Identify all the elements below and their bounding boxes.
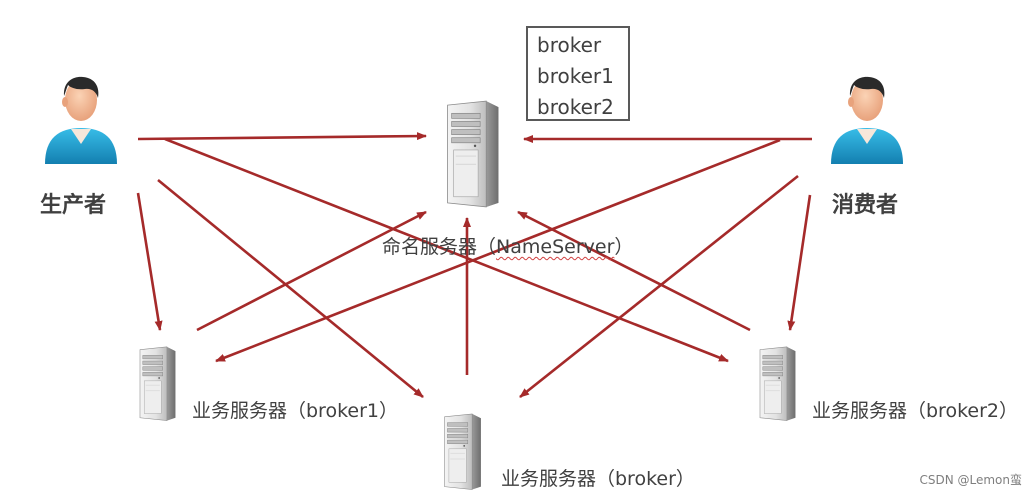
arrow-producer-to-broker1	[136, 192, 163, 331]
consumer-person-icon	[831, 76, 903, 164]
registry-entry: broker1	[537, 64, 614, 88]
nameserver-label-suffix: ）	[614, 236, 634, 258]
producer-label: 生产者	[40, 193, 107, 218]
registry-entry: broker2	[537, 95, 614, 119]
arrow-consumer-to-broker	[519, 174, 799, 399]
nameserver-label-prefix: 命名服务器（	[382, 236, 497, 258]
producer-person-icon	[45, 76, 117, 164]
arrow-producer-to-broker	[157, 178, 424, 399]
broker-server-icon	[444, 413, 482, 490]
arrow-consumer-to-broker1	[215, 138, 781, 363]
nameserver-server-icon	[446, 100, 500, 208]
broker-registry-box: broker broker1 broker2	[526, 26, 630, 121]
broker-label: 业务服务器（broker）	[501, 468, 695, 490]
arrow-producer-to-nameserver	[137, 132, 427, 141]
consumer-label: 消费者	[832, 193, 899, 218]
broker2-server-icon	[759, 346, 796, 422]
broker2-label: 业务服务器（broker2）	[812, 400, 1018, 422]
arrow-consumer-to-broker2	[787, 194, 812, 331]
nameserver-label-name: NameServer	[496, 236, 615, 258]
broker1-server-icon	[139, 346, 176, 422]
broker1-label: 业务服务器（broker1）	[192, 400, 398, 422]
nameserver-label: 命名服务器（NameServer）	[382, 232, 633, 259]
watermark: CSDN @Lemon蛮	[919, 473, 1022, 487]
arrow-producer-to-broker2	[164, 137, 729, 363]
arrow-broker2-to-nameserver	[517, 210, 751, 332]
registry-entry: broker	[537, 33, 602, 57]
arrow-broker1-to-nameserver	[196, 210, 427, 332]
edge-group	[136, 132, 812, 399]
